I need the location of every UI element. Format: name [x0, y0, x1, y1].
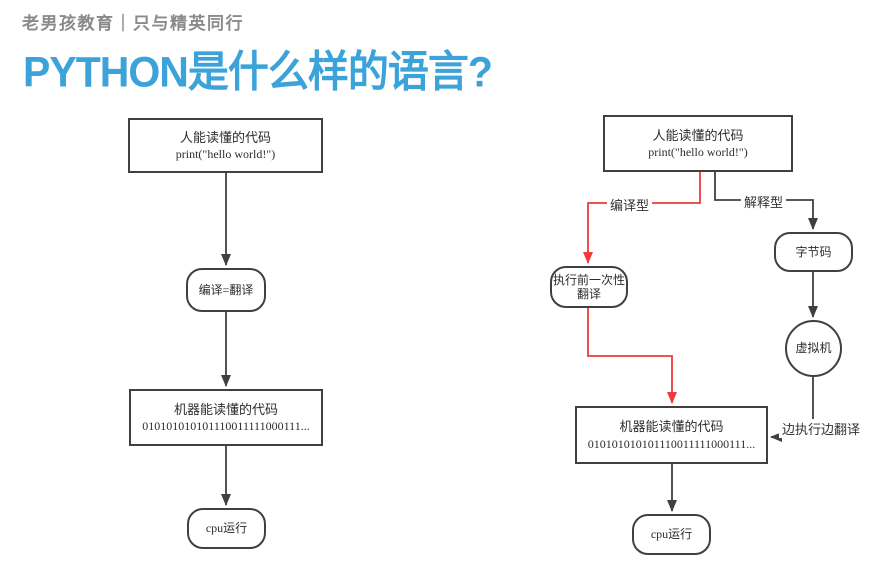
left-cpu-node: cpu运行	[187, 508, 266, 549]
right-pretranslate-line2: 翻译	[576, 287, 601, 301]
left-machine-code-line2: 010101010101110011111000111...	[142, 419, 310, 434]
right-bytecode-label: 字节码	[795, 244, 832, 259]
left-machine-code-line1: 机器能读懂的代码	[173, 401, 278, 417]
right-machine-code-line1: 机器能读懂的代码	[619, 419, 724, 435]
right-vm-label: 虚拟机	[795, 341, 832, 356]
right-pretranslate-line1: 执行前一次性	[552, 272, 625, 287]
runtime-translate-label: 边执行边翻译	[779, 419, 864, 438]
page-title: PYTHON是什么样的语言?	[23, 47, 493, 96]
right-pretranslate-node: 执行前一次性 翻译	[550, 266, 628, 308]
left-cpu-label: cpu运行	[205, 521, 248, 536]
left-human-code-line2: print("hello world!")	[175, 147, 276, 162]
left-human-code-line1: 人能读懂的代码	[179, 129, 271, 145]
right-vm-node: 虚拟机	[785, 320, 842, 377]
left-compile-label: 编译=翻译	[198, 282, 254, 297]
left-human-code-box: 人能读懂的代码 print("hello world!")	[128, 118, 323, 173]
right-machine-code-box: 机器能读懂的代码 010101010101110011111000111...	[575, 406, 768, 464]
right-human-code-line1: 人能读懂的代码	[652, 127, 744, 143]
right-cpu-label: cpu运行	[650, 527, 693, 542]
brand-text: 老男孩教育｜只与精英同行	[22, 14, 244, 33]
right-bytecode-node: 字节码	[774, 232, 853, 272]
edge-right-pretranslate-to-machine	[587, 308, 677, 404]
right-cpu-node: cpu运行	[632, 514, 711, 555]
left-machine-code-box: 机器能读懂的代码 010101010101110011111000111...	[129, 389, 323, 446]
right-human-code-box: 人能读懂的代码 print("hello world!")	[603, 115, 793, 172]
interpreted-branch-label: 解释型	[741, 192, 787, 211]
compiled-branch-label: 编译型	[607, 195, 653, 214]
right-machine-code-line2: 010101010101110011111000111...	[587, 436, 756, 451]
right-human-code-line2: print("hello world!")	[648, 145, 748, 160]
edge-right-compiled-branch	[583, 172, 701, 264]
left-compile-node: 编译=翻译	[186, 268, 266, 312]
